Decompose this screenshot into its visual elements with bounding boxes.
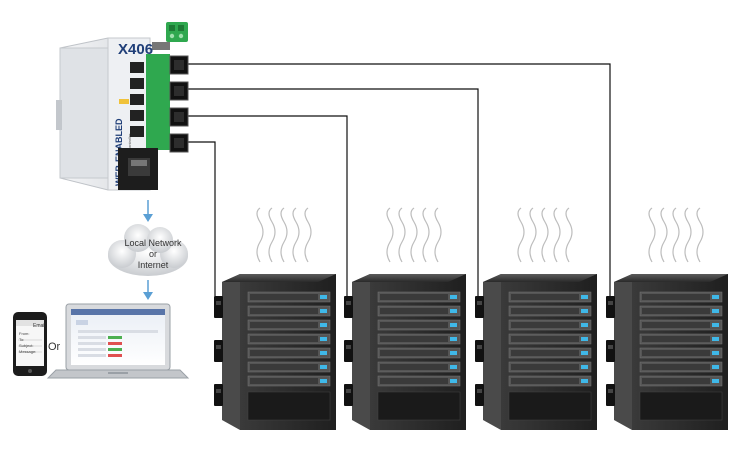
heat-waves-icon — [256, 207, 312, 263]
phone-field-to: To: — [19, 337, 25, 342]
x406-controller[interactable]: X406 WEB-ENABLED I/O & Data Logging Cont… — [56, 22, 189, 191]
relay-plug-connectors — [606, 296, 615, 406]
phone-email-fields: From: To: Subject: Message: — [19, 331, 36, 355]
relay-plug-connectors — [214, 296, 223, 406]
server-rack-2 — [344, 207, 466, 430]
phone-field-subject: Subject: — [19, 343, 34, 348]
server-rack-1 — [214, 207, 336, 430]
phone-field-message: Message: — [19, 349, 37, 354]
cloud-icon — [108, 224, 188, 276]
heat-waves-icon — [648, 207, 704, 263]
smartphone-icon — [13, 312, 47, 376]
server-rack-3 — [475, 207, 597, 430]
arrow-device-to-cloud — [143, 200, 153, 222]
or-label: Or — [48, 341, 61, 353]
cloud-label: Local Network or Internet — [112, 238, 194, 271]
relay-plug-connectors — [344, 296, 353, 406]
ethernet-port — [118, 148, 158, 190]
phone-field-from: From: — [19, 331, 30, 336]
web-dashboard-preview — [78, 330, 158, 357]
server-racks — [214, 207, 728, 430]
relay-output-ports — [169, 55, 189, 153]
wire-to-server-2 — [186, 115, 348, 296]
cloud-label-line-2: or — [148, 249, 157, 259]
heat-waves-icon — [517, 207, 573, 263]
relay-wires — [186, 63, 611, 296]
wire-to-server-3 — [186, 88, 479, 296]
relay-plug-connectors — [475, 296, 484, 406]
relay-sockets-left — [119, 62, 144, 137]
device-model-label: X406 — [118, 41, 153, 58]
server-rack-4 — [606, 207, 728, 430]
laptop-icon — [46, 303, 190, 379]
terminal-block — [152, 22, 188, 50]
heat-waves-icon — [386, 207, 442, 263]
wire-to-server-4 — [186, 63, 611, 296]
phone-app-title: Email — [33, 323, 46, 329]
wire-to-server-1 — [186, 141, 216, 296]
arrow-cloud-to-clients — [143, 280, 153, 300]
cloud-label-line-3: Internet — [137, 260, 169, 270]
cloud-label-line-1: Local Network — [124, 238, 182, 248]
